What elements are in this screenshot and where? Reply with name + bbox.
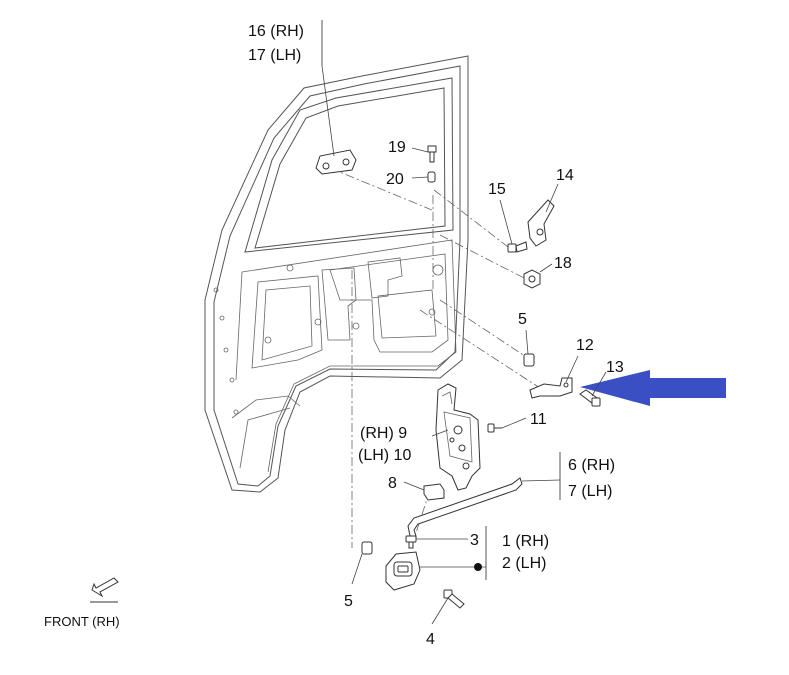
part-19-bolt xyxy=(427,145,437,163)
highlight-arrow-icon xyxy=(580,370,726,406)
label-7-lh: 7 (LH) xyxy=(568,483,612,500)
part-20-nut xyxy=(427,171,436,183)
label-14: 14 xyxy=(556,167,574,184)
label-10-lh: (LH) 10 xyxy=(358,447,411,464)
part-5-clip-top xyxy=(523,353,535,367)
part-18-nut xyxy=(523,269,541,289)
label-3: 3 xyxy=(470,532,479,549)
part-14-bracket xyxy=(527,199,555,247)
label-15: 15 xyxy=(488,181,506,198)
label-20: 20 xyxy=(386,171,404,188)
part-16-17-bracket xyxy=(315,149,357,175)
label-18: 18 xyxy=(554,255,572,272)
part-6-7-rod xyxy=(407,477,523,537)
label-19: 19 xyxy=(388,139,406,156)
assembly-lines xyxy=(329,167,541,548)
label-2-lh: 2 (LH) xyxy=(502,555,546,572)
part-1-2-inner-handle xyxy=(385,551,421,591)
label-9-rh: (RH) 9 xyxy=(360,425,407,442)
part-3-clip xyxy=(405,535,417,549)
label-17-lh: 17 (LH) xyxy=(248,47,301,64)
label-front-rh: FRONT (RH) xyxy=(44,614,120,629)
part-labels: 16 (RH) 17 (LH) 19 20 15 14 18 5 12 13 (… xyxy=(44,23,624,648)
part-15-screw xyxy=(507,241,528,253)
part-11-screw xyxy=(487,423,502,433)
part-9-10-lock-assembly xyxy=(435,383,481,491)
label-1-rh: 1 (RH) xyxy=(502,533,549,550)
label-4: 4 xyxy=(426,631,435,648)
part-13-bolt xyxy=(579,389,601,407)
label-5-bottom: 5 xyxy=(344,593,353,610)
label-5-top: 5 xyxy=(518,311,527,328)
label-12: 12 xyxy=(576,337,594,354)
label-13: 13 xyxy=(606,359,624,376)
part-5-clip-bottom xyxy=(361,541,373,555)
front-direction-arrow-icon xyxy=(90,577,119,603)
part-12-bracket xyxy=(529,377,573,399)
label-8: 8 xyxy=(388,475,397,492)
part-8-block xyxy=(423,483,445,501)
label-11: 11 xyxy=(530,411,547,428)
door-panel xyxy=(204,55,469,493)
leader-lines xyxy=(321,20,607,625)
label-6-rh: 6 (RH) xyxy=(568,457,615,474)
label-16-rh: 16 (RH) xyxy=(248,23,304,40)
